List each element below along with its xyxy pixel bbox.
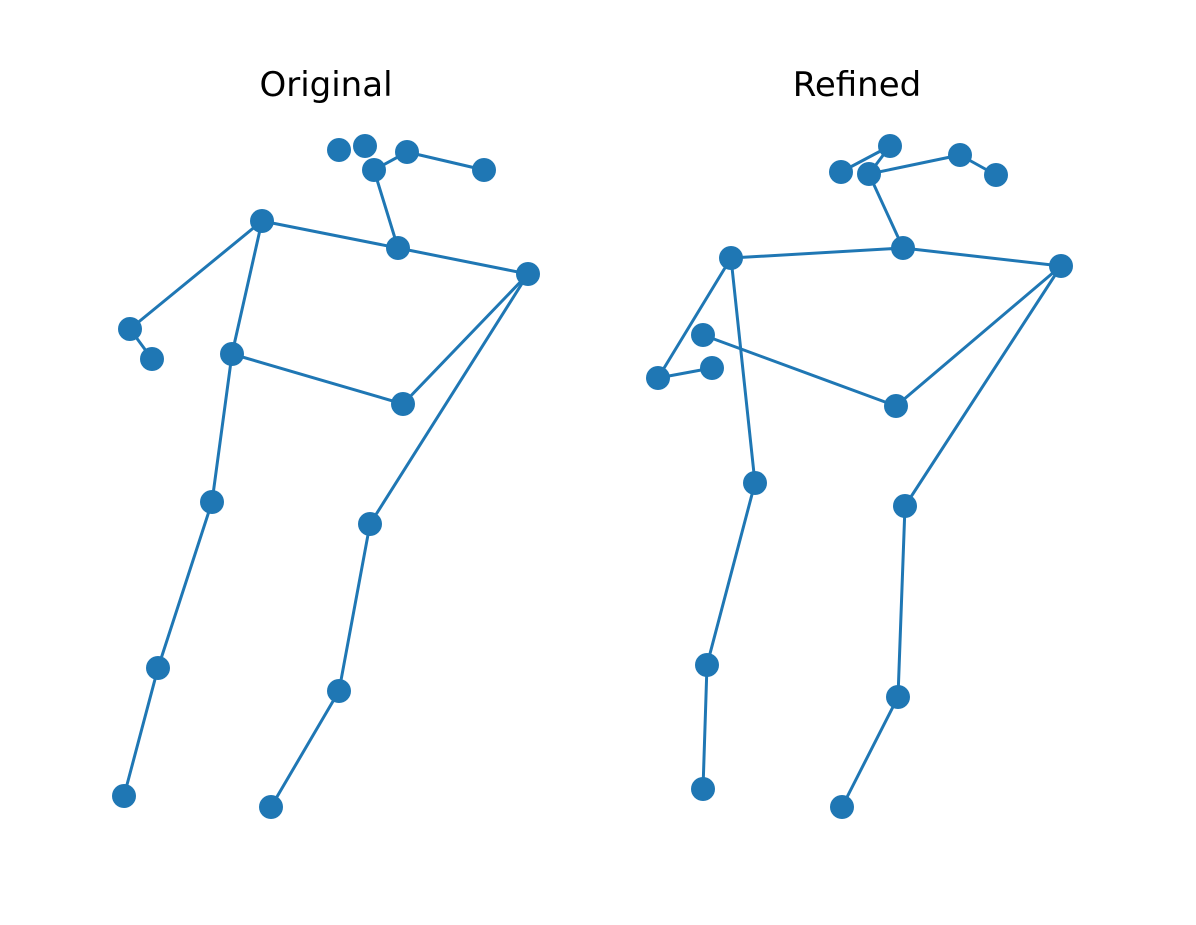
bone-refined-12 xyxy=(705,481,757,667)
joint-refined-10 xyxy=(646,366,670,390)
bone-refined-9 xyxy=(701,333,898,408)
joint-refined-13 xyxy=(893,494,917,518)
bone-refined-2 xyxy=(867,153,962,176)
joint-original-13 xyxy=(358,512,382,536)
joint-refined-7 xyxy=(1049,254,1073,278)
joint-refined-16 xyxy=(691,777,715,801)
joint-refined-15 xyxy=(886,685,910,709)
bone-refined-15 xyxy=(896,504,907,699)
panel-title-refined: Refined xyxy=(793,65,921,105)
bone-original-9 xyxy=(401,272,530,406)
joint-original-16 xyxy=(112,784,136,808)
bone-original-14 xyxy=(337,522,372,693)
bone-original-3 xyxy=(260,219,400,250)
bones-refined xyxy=(656,144,1063,809)
joint-original-5 xyxy=(250,209,274,233)
joint-refined-5 xyxy=(719,246,743,270)
bone-refined-11 xyxy=(729,256,757,485)
bone-refined-4 xyxy=(867,172,905,250)
joint-refined-12 xyxy=(743,471,767,495)
joint-original-4 xyxy=(472,158,496,182)
joints-refined xyxy=(646,134,1073,819)
joint-original-2 xyxy=(395,140,419,164)
bone-refined-10 xyxy=(894,264,1063,408)
joint-original-3 xyxy=(362,158,386,182)
joint-original-14 xyxy=(146,656,170,680)
joint-original-17 xyxy=(259,795,283,819)
bone-original-12 xyxy=(122,666,160,798)
bone-original-2 xyxy=(372,168,400,250)
joint-refined-3 xyxy=(857,162,881,186)
joint-refined-0 xyxy=(829,160,853,184)
joint-refined-4 xyxy=(984,163,1008,187)
bone-original-8 xyxy=(230,352,405,406)
joint-original-0 xyxy=(327,138,351,162)
bone-original-10 xyxy=(210,352,234,504)
joint-refined-14 xyxy=(695,653,719,677)
joint-refined-17 xyxy=(830,795,854,819)
joint-original-8 xyxy=(118,317,142,341)
joint-original-12 xyxy=(200,490,224,514)
joint-refined-6 xyxy=(891,236,915,260)
joint-refined-9 xyxy=(700,356,724,380)
joint-original-1 xyxy=(353,134,377,158)
joint-refined-2 xyxy=(948,143,972,167)
bone-original-7 xyxy=(230,219,264,356)
joint-original-6 xyxy=(386,236,410,260)
panel-title-original: Original xyxy=(259,65,392,105)
bone-refined-5 xyxy=(729,246,905,260)
joint-original-7 xyxy=(516,262,540,286)
bone-original-11 xyxy=(156,500,214,670)
bone-refined-7 xyxy=(656,256,733,380)
bones-original xyxy=(122,150,530,809)
panel-original: Original xyxy=(112,65,540,819)
joint-refined-1 xyxy=(878,134,902,158)
bone-refined-13 xyxy=(701,663,709,791)
bone-original-15 xyxy=(269,689,341,809)
joint-original-10 xyxy=(220,342,244,366)
bone-refined-6 xyxy=(901,246,1063,268)
joint-refined-8 xyxy=(691,323,715,347)
joint-original-11 xyxy=(391,392,415,416)
bone-original-0 xyxy=(405,150,486,172)
bone-original-5 xyxy=(128,219,264,331)
bone-original-4 xyxy=(396,246,530,276)
panel-refined: Refined xyxy=(646,65,1073,819)
bone-original-13 xyxy=(368,272,530,526)
joints-original xyxy=(112,134,540,819)
bone-refined-16 xyxy=(840,695,900,809)
joint-refined-11 xyxy=(884,394,908,418)
bone-refined-14 xyxy=(903,264,1063,508)
joint-original-9 xyxy=(140,347,164,371)
joint-original-15 xyxy=(327,679,351,703)
